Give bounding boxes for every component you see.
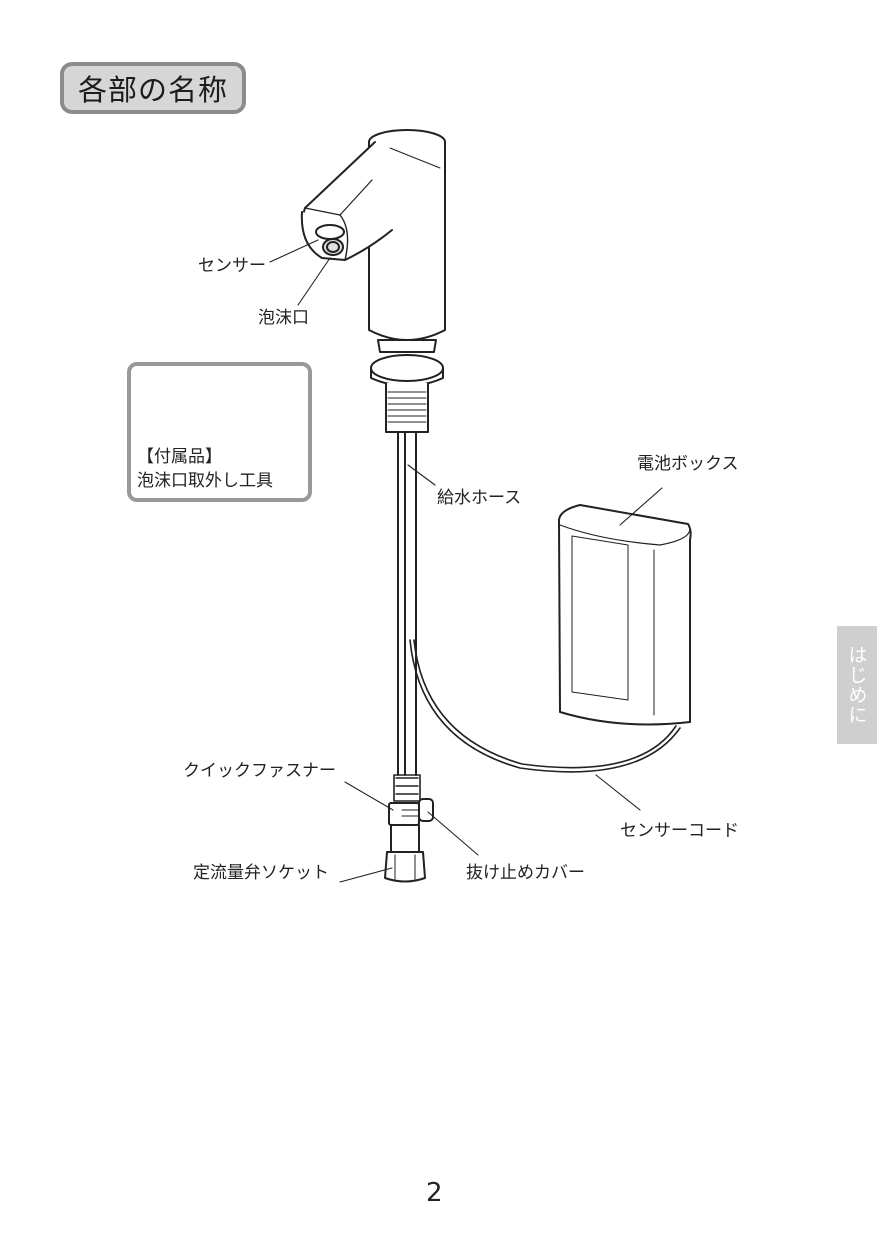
page-number: 2 <box>426 1178 443 1208</box>
leader-lines <box>269 239 663 883</box>
supply-hose-illustration <box>384 431 434 883</box>
section-title-box: 各部の名称 <box>60 62 246 114</box>
accessory-name: 泡沫口取外し工具 <box>137 471 273 491</box>
label-sensor-cord: センサーコード <box>620 821 739 841</box>
faucet-body-illustration <box>300 129 446 433</box>
chapter-tab[interactable]: はじめに <box>837 626 877 744</box>
label-quick-fastener: クイックファスナー <box>183 761 336 781</box>
label-aerator: 泡沫口 <box>258 308 309 328</box>
accessory-box: 【付属品】 泡沫口取外し工具 <box>127 362 312 502</box>
battery-box-illustration <box>558 504 692 726</box>
chapter-tab-label: はじめに <box>845 645 868 725</box>
label-retaining-cover: 抜け止めカバー <box>466 863 585 883</box>
section-title: 各部の名称 <box>77 73 228 107</box>
accessory-heading: 【付属品】 <box>137 447 222 467</box>
sensor-cord-illustration <box>409 639 681 773</box>
label-sensor: センサー <box>198 256 266 276</box>
label-supply-hose: 給水ホース <box>437 488 522 508</box>
label-flow-valve-socket: 定流量弁ソケット <box>193 863 329 883</box>
label-battery-box: 電池ボックス <box>637 454 739 474</box>
